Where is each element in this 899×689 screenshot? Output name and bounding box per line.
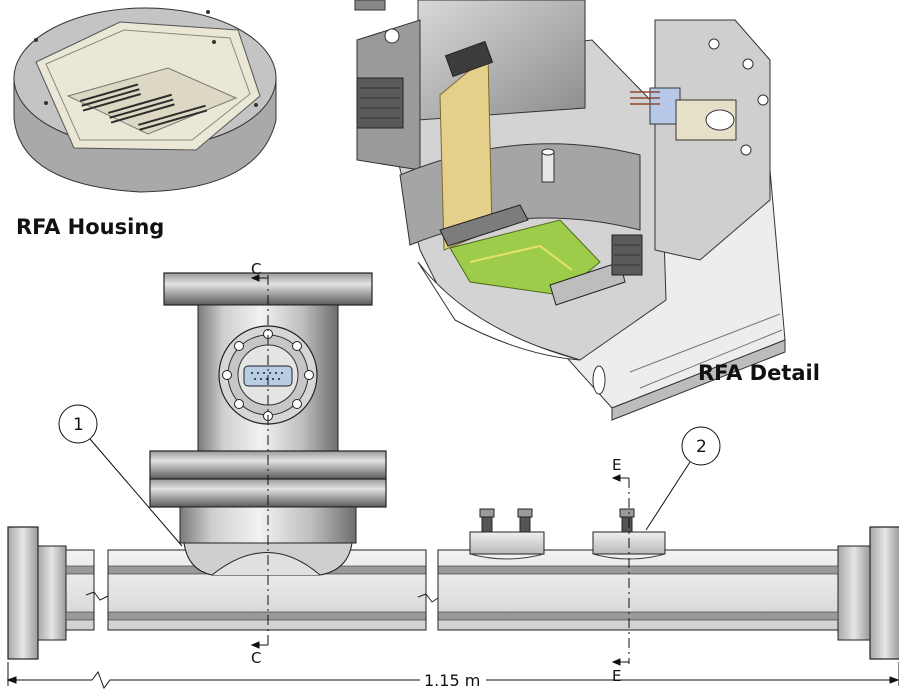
rfa-housing-render: [13, 7, 277, 193]
beam-pipe-assembly: C C E E 1 2: [6, 260, 899, 689]
section-line-c: [250, 274, 269, 649]
section-line-e: [611, 474, 630, 666]
section-label-e-top: E: [612, 456, 621, 474]
hole-array: [80, 83, 208, 131]
callout-2: [645, 426, 721, 531]
section-label-c-bottom: C: [251, 649, 261, 667]
rim-bolt-hole-icon: [34, 10, 258, 107]
callout-1-number: 1: [73, 415, 84, 435]
callout-2-number: 2: [696, 437, 707, 457]
section-label-e-bottom: E: [612, 667, 621, 685]
rfa-detail-render: [354, 0, 786, 421]
callout-1: [58, 404, 183, 547]
section-label-c-top: C: [251, 260, 261, 278]
rfa-boss-left: [469, 508, 545, 560]
length-dimension: [6, 662, 899, 689]
beam-pipe: [65, 549, 839, 631]
rfa-detail-caption: RFA Detail: [698, 361, 820, 385]
length-dimension-label: 1.15 m: [424, 671, 480, 689]
rfa-housing-caption: RFA Housing: [16, 215, 164, 239]
right-end-flange: [869, 526, 899, 660]
left-end-flange: [7, 526, 39, 660]
